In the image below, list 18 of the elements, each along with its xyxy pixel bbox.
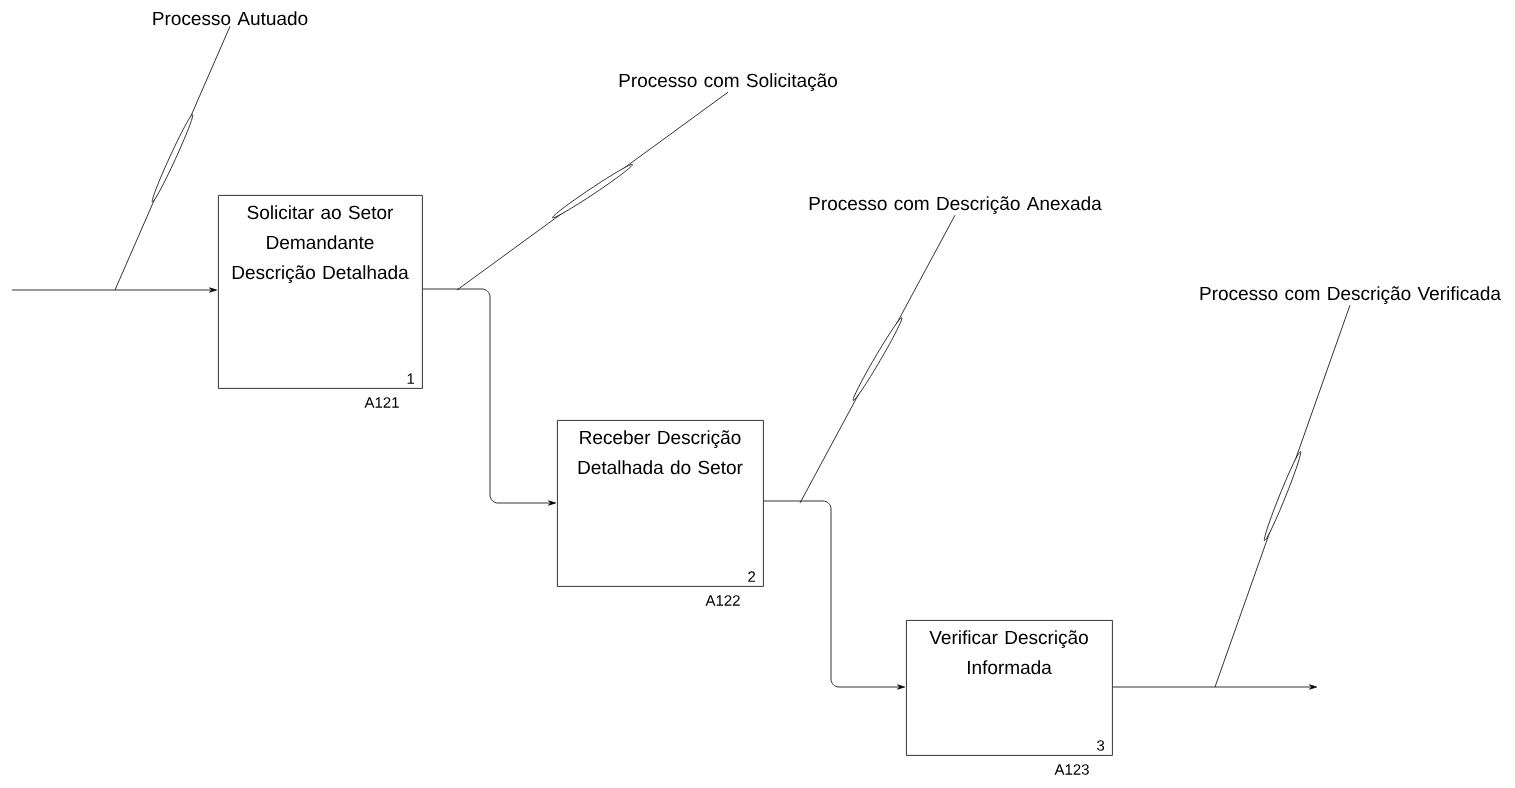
leader-line: [799, 214, 956, 504]
arrow: [422, 288, 556, 506]
arrow: [1112, 684, 1317, 690]
box-number: 1: [407, 373, 415, 384]
arrow: [11, 287, 217, 293]
arrow-label: Processo com Descrição Verificada: [1200, 286, 1501, 304]
arrow-label: Processo Autuado: [153, 11, 308, 26]
arrow-label: Processo com Descrição Anexada: [809, 196, 1102, 214]
leader-line: [456, 91, 729, 291]
arrow-label: Processo com Solicitação: [619, 73, 837, 91]
box-number: 2: [748, 571, 756, 582]
leader-line: [114, 25, 231, 291]
node-label: A122: [705, 595, 740, 606]
box-number: 3: [1097, 740, 1105, 751]
arrow: [763, 500, 905, 690]
node-label: A123: [1054, 764, 1089, 775]
leader-line: [1214, 304, 1351, 688]
node-label: A121: [364, 397, 399, 408]
